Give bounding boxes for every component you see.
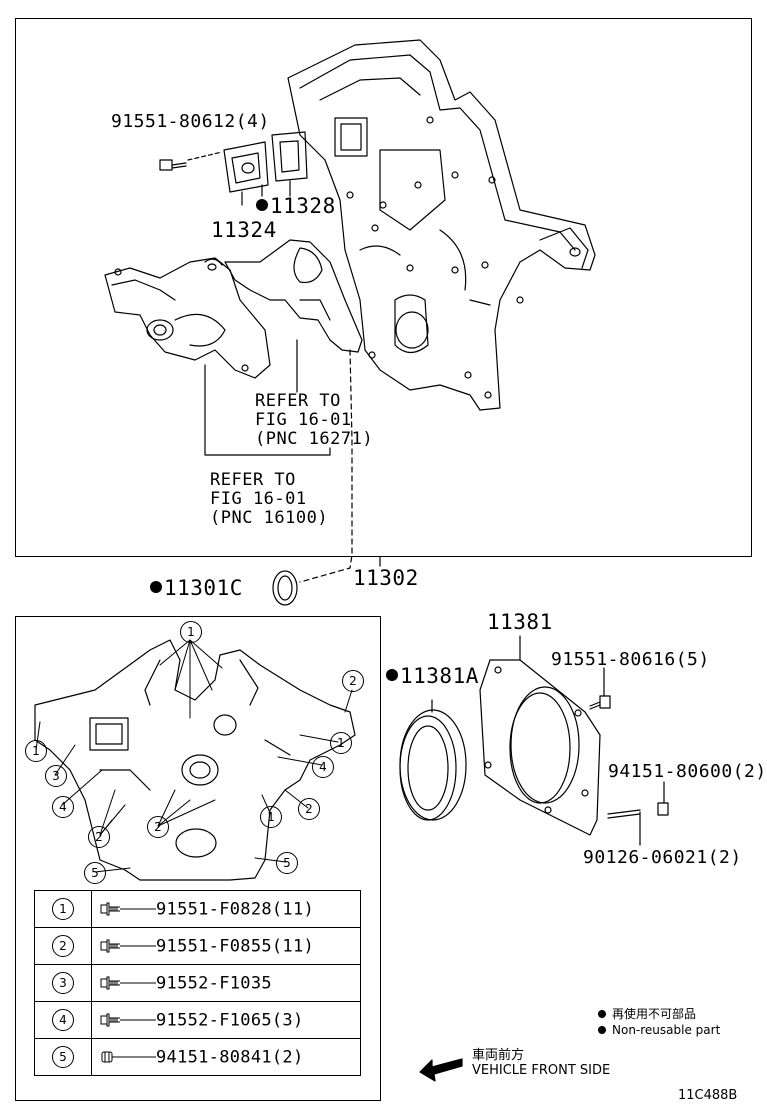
callout-5-left: 5	[84, 862, 106, 884]
legend-row-part-cell: 91552-F1065(3)	[91, 1001, 361, 1039]
legend-row-part-number: 91552-F1065(3)	[156, 1010, 304, 1031]
non-reusable-dot-icon	[150, 581, 162, 593]
callout-3-left: 3	[45, 765, 67, 787]
flange-bolt-icon	[92, 1010, 156, 1029]
label-cover-11302: 11302	[353, 566, 419, 590]
legend-row-number: 4	[52, 1009, 74, 1031]
label-retainer-11381: 11381	[487, 610, 553, 634]
bolt-location-drawing	[34, 639, 356, 881]
callout-1-left: 1	[25, 740, 47, 762]
legend-row-part-cell: 94151-80841(2)	[91, 1038, 361, 1076]
legend-row-number-cell: 3	[34, 964, 92, 1002]
non-reusable-note-jp: 再使用不可部品	[598, 1005, 696, 1022]
stud-and-nut-drawing	[607, 802, 669, 819]
bolt-80612-drawing	[159, 159, 187, 171]
legend-row: 1 91551-F0828(11)	[34, 890, 361, 928]
callout-2-right: 2	[298, 798, 320, 820]
legend-row-number-cell: 2	[34, 927, 92, 965]
non-reusable-dot-icon	[598, 1025, 606, 1034]
timing-cover-drawing	[287, 39, 596, 411]
callout-1-center: 1	[260, 806, 282, 828]
label-stud-06021: 90126-06021(2)	[583, 847, 742, 868]
label-oil-seal-11381a: 11381A	[386, 666, 479, 687]
callout-2-top-right: 2	[342, 670, 364, 692]
flange-bolt-icon	[92, 936, 156, 955]
vehicle-front-arrow-icon	[419, 1058, 463, 1082]
refer-note-16100-line3: (PNC 16100)	[210, 508, 329, 528]
legend-row: 2 91551-F0855(11)	[34, 927, 361, 965]
label-nut-80600: 94151-80600(2)	[608, 761, 767, 782]
callout-2-center: 2	[147, 816, 169, 838]
non-reusable-note-en: Non-reusable part	[598, 1023, 720, 1037]
callout-4-right: 4	[312, 756, 334, 778]
refer-note-16271-line2: FIG 16-01	[255, 410, 352, 430]
retainer-11381-drawing	[479, 659, 601, 836]
oil-seal-11301c-drawing	[272, 570, 298, 606]
bolt-legend-table: 1 91551-F0828(11) 2 91551-F0855(11) 3 91552-F…	[34, 890, 361, 1076]
legend-row-number-cell: 5	[34, 1038, 92, 1076]
label-gasket-11324: 11324	[211, 218, 277, 242]
vehicle-front-label-en: VEHICLE FRONT SIDE	[472, 1063, 611, 1078]
legend-row-number: 3	[52, 972, 74, 994]
callout-4-left: 4	[52, 796, 74, 818]
non-reusable-dot-icon	[386, 669, 398, 681]
refer-note-16271: REFER TO FIG 16-01 (PNC 16271)	[255, 392, 373, 449]
non-reusable-dot-icon	[598, 1009, 606, 1018]
label-bolt-80616: 91551-80616(5)	[551, 649, 710, 670]
flange-bolt-icon	[92, 973, 156, 992]
legend-row-number-cell: 1	[34, 890, 92, 928]
callout-1-top: 1	[180, 621, 202, 643]
callout-5-right: 5	[276, 852, 298, 874]
legend-row-part-cell: 91551-F0828(11)	[91, 890, 361, 928]
legend-row-number: 1	[52, 898, 74, 920]
legend-row: 5 94151-80841(2)	[34, 1038, 361, 1076]
callout-1-right: 1	[330, 732, 352, 754]
legend-row-number-cell: 4	[34, 1001, 92, 1039]
refer-note-16271-line1: REFER TO	[255, 391, 341, 411]
legend-row-part-cell: 91551-F0855(11)	[91, 927, 361, 965]
bolt-80616-drawing	[589, 695, 611, 710]
gasket-11324-drawing	[223, 141, 269, 193]
refer-note-16100: REFER TO FIG 16-01 (PNC 16100)	[210, 471, 328, 528]
callout-leaders	[35, 639, 353, 873]
label-bolt-80612: 91551-80612(4)	[111, 111, 270, 132]
oil-seal-11381a-drawing	[399, 709, 467, 821]
legend-row-part-number: 91552-F1035	[156, 973, 272, 994]
exploded-view-frame	[15, 18, 752, 557]
gasket-11328-drawing	[271, 131, 308, 182]
legend-row-number: 5	[52, 1046, 74, 1068]
refer-note-16271-line3: (PNC 16271)	[255, 429, 374, 449]
non-reusable-dot-icon	[256, 199, 268, 211]
bolt-locations-frame	[15, 616, 381, 1101]
legend-row-part-number: 94151-80841(2)	[156, 1047, 304, 1068]
refer-note-16100-line2: FIG 16-01	[210, 489, 307, 509]
water-pump-drawing	[104, 257, 271, 379]
legend-row: 4 91552-F1065(3)	[34, 1001, 361, 1039]
label-seal-11301c: 11301C	[150, 578, 243, 599]
callout-2-left: 2	[88, 826, 110, 848]
legend-row-part-number: 91551-F0855(11)	[156, 936, 315, 957]
figure-code: 11C488B	[678, 1088, 738, 1103]
legend-row: 3 91552-F1035	[34, 964, 361, 1002]
nut-icon	[92, 1047, 156, 1066]
legend-row-part-cell: 91552-F1035	[91, 964, 361, 1002]
flange-bolt-icon	[92, 899, 156, 918]
vehicle-front-label-jp: 車両前方	[472, 1048, 525, 1063]
legend-row-number: 2	[52, 935, 74, 957]
label-gasket-11328: 11328	[256, 196, 336, 217]
water-pump-gasket-drawing	[224, 239, 363, 353]
legend-row-part-number: 91551-F0828(11)	[156, 899, 315, 920]
refer-note-16100-line1: REFER TO	[210, 470, 296, 490]
